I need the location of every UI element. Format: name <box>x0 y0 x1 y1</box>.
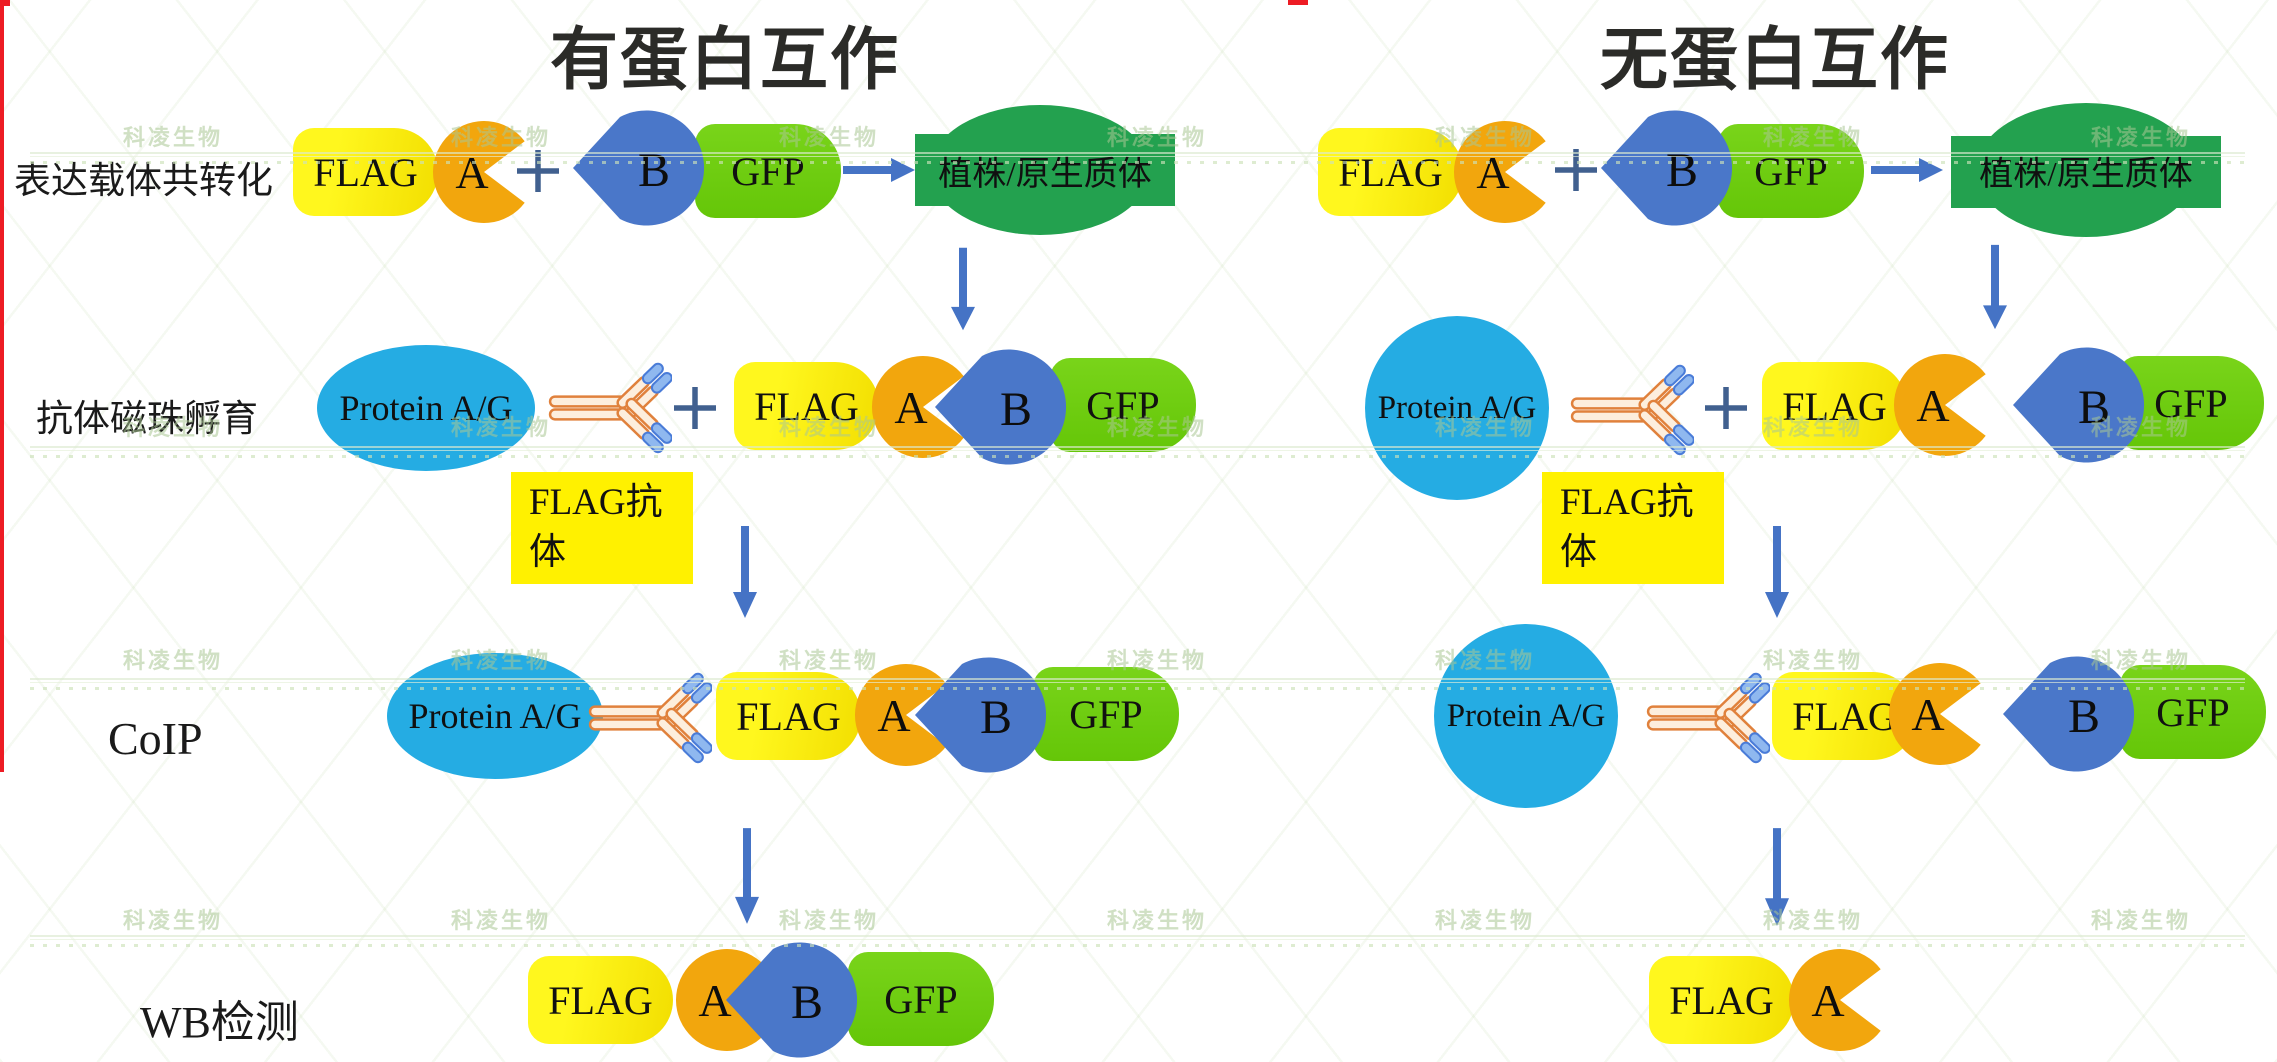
protein-a-pacman: A <box>432 120 536 224</box>
gfp-tag: GFP <box>1050 358 1196 452</box>
protein-ag-ellipse: Protein A/G <box>1365 316 1549 500</box>
plus-icon <box>1702 384 1750 432</box>
svg-text:B: B <box>638 144 670 197</box>
red-edge-top-dash <box>1288 0 1308 5</box>
gfp-tag: GFP <box>2120 665 2266 759</box>
protein-a-pacman: A <box>1453 120 1557 224</box>
arrow-down-icon <box>1763 524 1791 620</box>
svg-text:A: A <box>877 690 910 741</box>
deco-line <box>30 935 2245 947</box>
watermark-text: 科凌生物 <box>1763 648 1864 673</box>
flag-antibody-line1: FLAG抗 <box>1560 482 1694 523</box>
row-label-bead-incubation: 抗体磁珠孵育 <box>36 399 258 440</box>
flag-antibody-line1: FLAG抗 <box>529 482 663 523</box>
protein-a-pacman: A <box>675 948 779 1052</box>
protein-a-pacman: A <box>871 355 975 459</box>
plant-station: 植株/原生质体 <box>915 103 1175 237</box>
gfp-tag: GFP <box>1033 667 1179 761</box>
watermark-text: 科凌生物 <box>779 908 880 933</box>
flag-antibody-label: FLAG抗 体 <box>511 472 693 584</box>
protein-a-pacman: A <box>1893 353 1997 457</box>
protein-b-drop: B <box>2010 341 2150 469</box>
watermark-text: 科凌生物 <box>1435 908 1536 933</box>
watermark-text: 科凌生物 <box>451 908 552 933</box>
gfp-tag: GFP <box>848 952 994 1046</box>
watermark-text: 科凌生物 <box>123 908 224 933</box>
arrow-down-icon <box>731 524 759 620</box>
row-label-cotransformation: 表达载体共转化 <box>14 161 273 202</box>
protein-b-drop: B <box>2000 650 2140 778</box>
protein-a-pacman: A <box>854 663 958 767</box>
flag-tag: FLAG <box>1762 362 1907 450</box>
svg-text:B: B <box>1666 144 1698 197</box>
arrow-down-icon <box>733 826 761 926</box>
antibody-icon <box>1570 352 1694 470</box>
red-edge-left <box>0 0 4 772</box>
flag-tag: FLAG <box>1318 128 1463 216</box>
flag-tag: FLAG <box>716 672 861 760</box>
protein-a-pacman: A <box>1788 948 1892 1052</box>
svg-text:A: A <box>455 147 488 198</box>
svg-text:A: A <box>698 975 731 1026</box>
arrow-right-icon <box>1869 156 1945 184</box>
watermark-text: 科凌生物 <box>1107 908 1208 933</box>
antibody-icon <box>548 350 672 468</box>
arrow-down-icon <box>1981 243 2009 331</box>
plus-icon <box>514 147 562 195</box>
protein-b-drop: B <box>932 343 1072 471</box>
svg-text:B: B <box>1000 383 1032 436</box>
watermark-text: 科凌生物 <box>123 125 224 150</box>
arrow-down-icon <box>949 246 977 332</box>
svg-text:A: A <box>1911 689 1944 740</box>
plus-icon <box>1552 146 1600 194</box>
protein-b-drop: B <box>570 104 710 232</box>
flag-tag: FLAG <box>528 956 673 1044</box>
protein-a-pacman: A <box>1888 662 1992 766</box>
flag-antibody-label: FLAG抗 体 <box>1542 472 1724 584</box>
protein-ag-text: Protein A/G <box>1377 389 1537 426</box>
svg-text:B: B <box>980 691 1012 744</box>
svg-text:B: B <box>791 976 823 1029</box>
flag-antibody-line2: 体 <box>529 531 566 573</box>
column-title-without-interaction: 无蛋白互作 <box>1599 22 1950 98</box>
protein-ag-ellipse: Protein A/G <box>1434 624 1618 808</box>
protein-b-drop: B <box>723 936 863 1062</box>
svg-text:A: A <box>1476 147 1509 198</box>
protein-ag-ellipse: Protein A/G <box>317 345 535 471</box>
gfp-tag: GFP <box>695 124 841 218</box>
protein-b-drop: B <box>912 651 1052 779</box>
watermark-text: 科凌生物 <box>2091 908 2192 933</box>
protein-ag-text: Protein A/G <box>408 696 582 736</box>
protein-b-drop: B <box>1598 104 1738 232</box>
plus-icon <box>671 384 719 432</box>
arrow-right-icon <box>841 156 917 184</box>
red-edge-corner <box>0 0 10 6</box>
arrow-down-icon <box>1763 826 1791 928</box>
svg-text:A: A <box>1916 380 1949 431</box>
protein-ag-text: Protein A/G <box>1446 697 1606 734</box>
svg-text:B: B <box>2078 381 2110 434</box>
flag-tag: FLAG <box>734 362 879 450</box>
plant-station-label: 植株/原生质体 <box>1979 155 2193 193</box>
row-label-coip: CoIP <box>108 713 203 764</box>
row-label-wb: WB检测 <box>140 998 299 1047</box>
column-title-with-interaction: 有蛋白互作 <box>549 22 900 98</box>
plant-station-label: 植株/原生质体 <box>938 155 1152 193</box>
watermark-text: 科凌生物 <box>123 648 224 673</box>
gfp-tag: GFP <box>1718 124 1864 218</box>
svg-text:A: A <box>894 382 927 433</box>
antibody-icon <box>1646 660 1770 778</box>
flag-tag: FLAG <box>1649 956 1794 1044</box>
flag-antibody-line2: 体 <box>1560 531 1597 573</box>
protein-ag-text: Protein A/G <box>339 388 513 428</box>
antibody-icon <box>588 660 712 778</box>
plant-station: 植株/原生质体 <box>1951 103 2221 237</box>
svg-text:B: B <box>2068 690 2100 743</box>
svg-text:A: A <box>1811 975 1844 1026</box>
protein-ag-ellipse: Protein A/G <box>387 653 603 779</box>
flag-tag: FLAG <box>293 128 438 216</box>
